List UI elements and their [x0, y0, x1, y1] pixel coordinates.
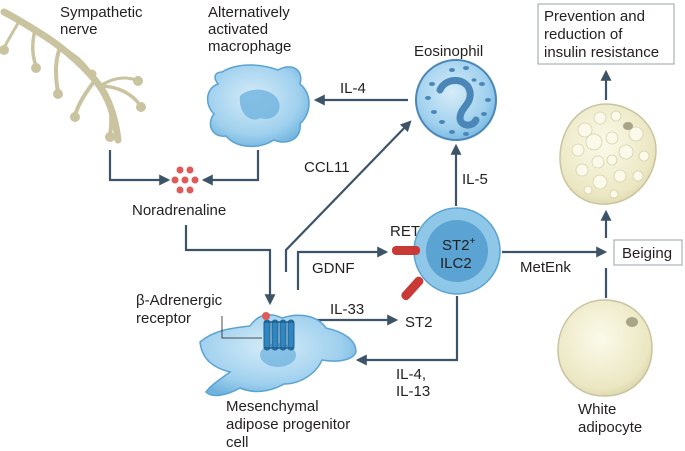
ret-receptor — [392, 246, 420, 255]
ccl11-arrow — [284, 120, 412, 272]
eosinophil-cell — [415, 59, 497, 141]
il33-label: IL-33 — [330, 301, 364, 318]
progenitor-label: Mesenchymal adipose progenitor cell — [226, 398, 354, 451]
sympathetic-nerve — [0, 8, 146, 144]
macrophage-to-noradrenaline-arrow — [201, 150, 260, 186]
il4-label: IL-4 — [340, 80, 366, 97]
beta-receptor-pointer — [221, 316, 262, 339]
beiging-text: Beiging — [622, 245, 672, 262]
beta-adrenergic-receptor — [263, 319, 295, 351]
ilc2-label-line1: ST2+ — [442, 236, 476, 254]
il5-label: IL-5 — [462, 171, 488, 188]
macrophage-label: Alternatively activated macrophage — [208, 4, 294, 55]
noradrenaline-label: Noradrenaline — [132, 202, 226, 219]
st2-receptor — [401, 276, 424, 301]
beta-receptor-label: β-Adrenergic receptor — [136, 292, 226, 327]
nerve-to-noradrenaline-arrow — [108, 150, 171, 186]
noradrenaline-dots — [171, 166, 199, 194]
prevention-text: Prevention and reduction of insulin resi… — [544, 8, 659, 61]
macrophage-cell — [206, 64, 310, 148]
beige-adipocyte — [559, 103, 657, 205]
metenk-label: MetEnk — [520, 259, 571, 276]
ilc2-label-line2: ILC2 — [440, 255, 472, 272]
white-adipocyte-label: White adipocyte — [578, 401, 642, 436]
gdnf-arrow — [296, 246, 389, 290]
prevention-box — [537, 3, 675, 65]
sympathetic-nerve-label: Sympathetic nerve — [60, 4, 147, 38]
noradrenaline-ligand-dot — [262, 312, 270, 320]
noradrenaline-to-receptor-arrow — [184, 225, 276, 306]
gdnf-label: GDNF — [312, 260, 355, 277]
ccl11-label: CCL11 — [304, 159, 350, 176]
eosinophil-label: Eosinophil — [414, 43, 483, 60]
beiging-box — [613, 239, 683, 266]
il4-il13-arrow — [355, 296, 459, 366]
ret-label: RET — [390, 223, 420, 240]
white-adipocyte — [557, 299, 653, 397]
ilc2-cell — [413, 207, 501, 295]
st2-label: ST2 — [405, 314, 433, 331]
il4-il13-label: IL-4, IL-13 — [396, 366, 430, 400]
